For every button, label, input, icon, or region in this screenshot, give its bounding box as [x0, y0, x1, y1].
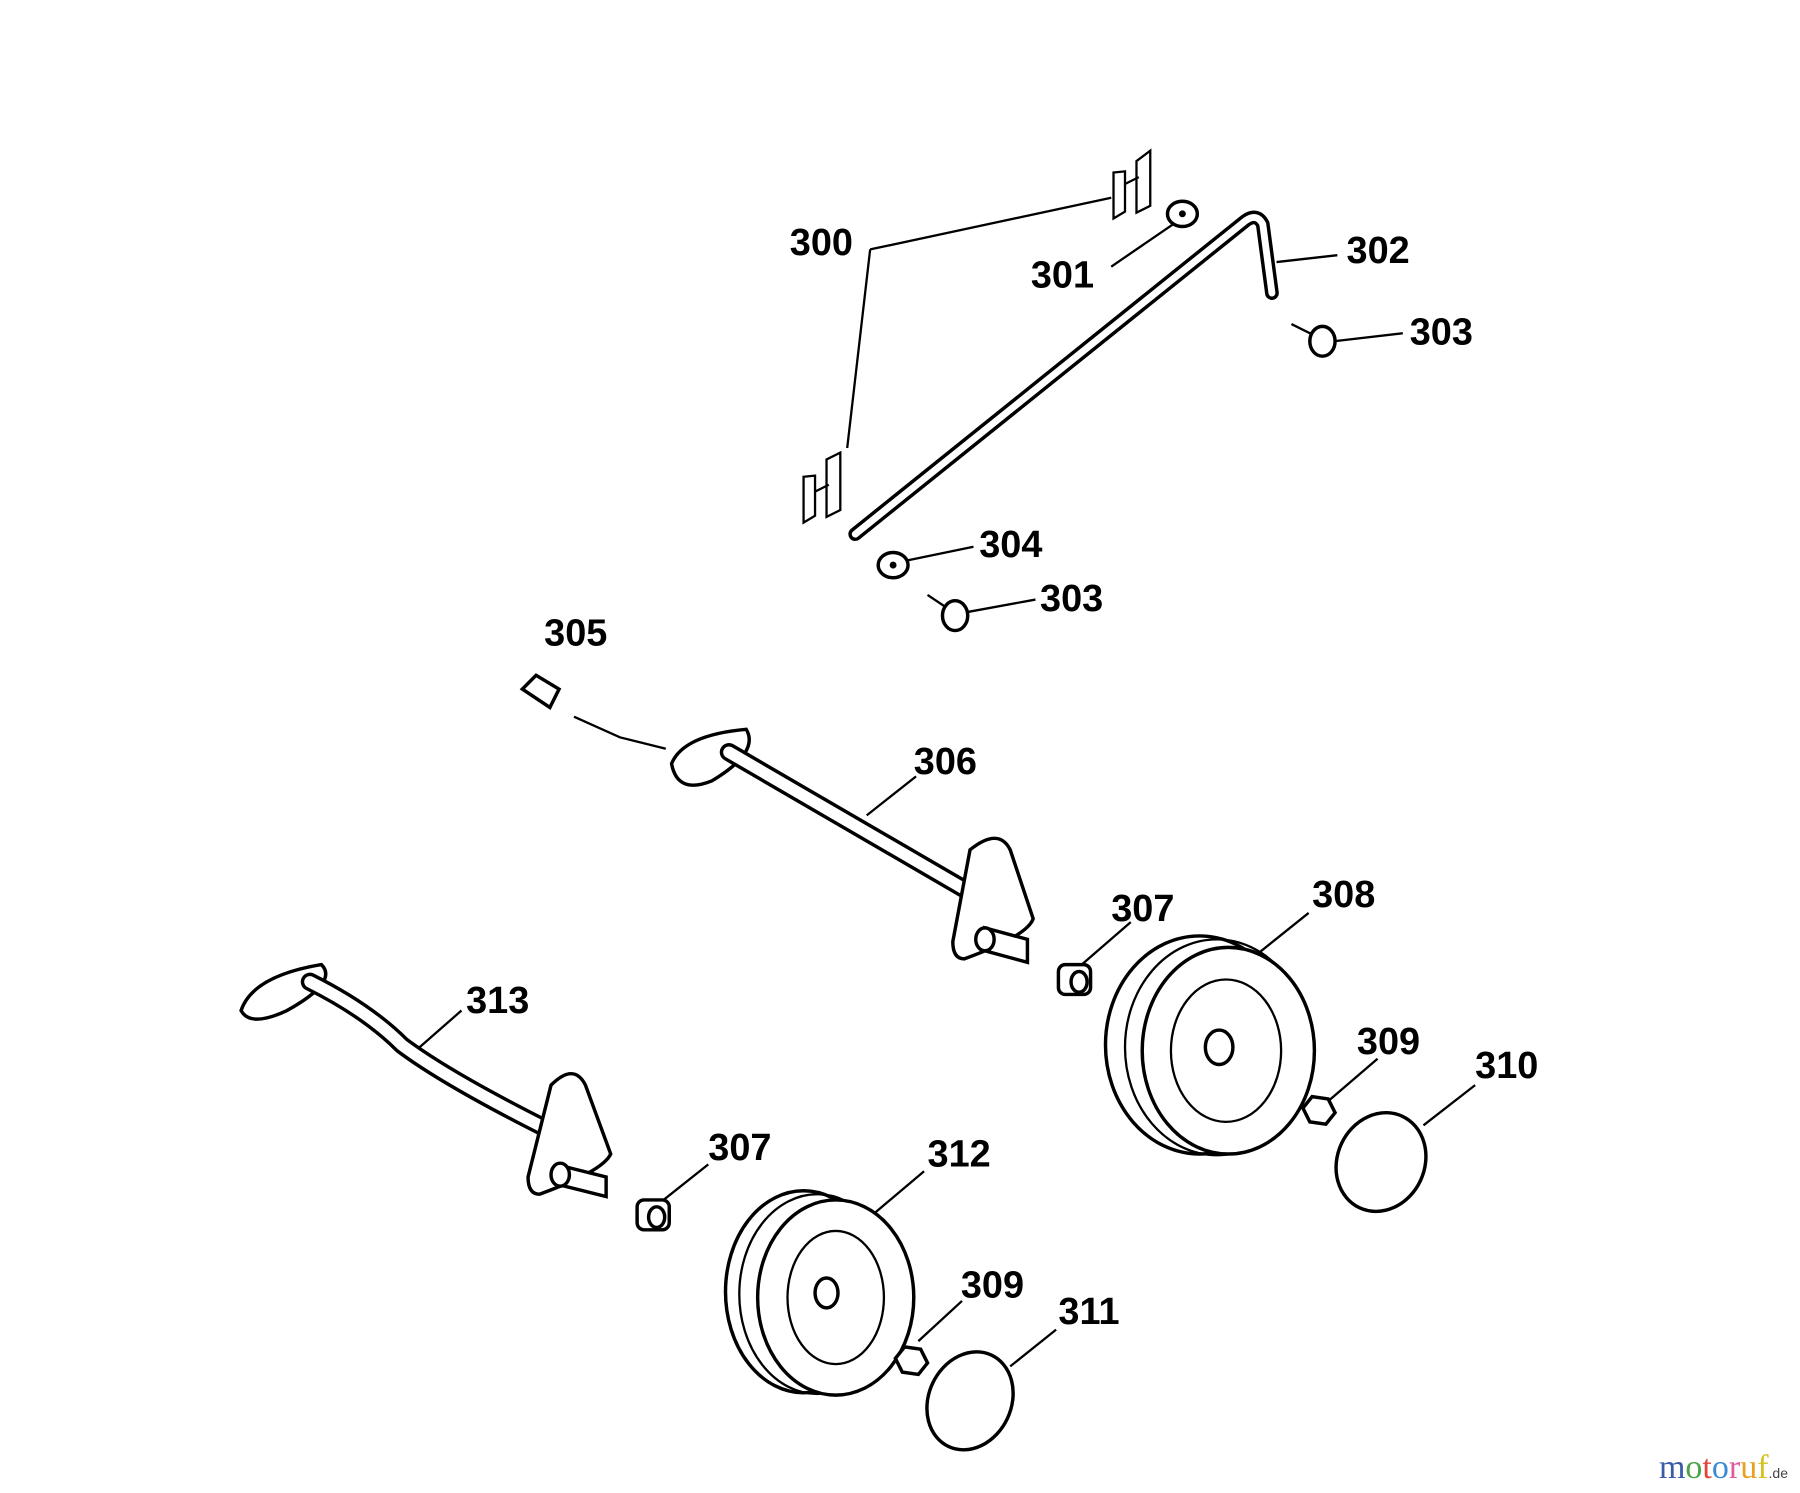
watermark-letter: u [1740, 1449, 1758, 1486]
part-label-312: 312 [928, 1134, 991, 1176]
part-label-311: 311 [1058, 1291, 1119, 1333]
part-label-309: 309 [1357, 1021, 1420, 1063]
leader-lines [414, 196, 1476, 1368]
hub-cap-part-310 [1334, 1110, 1428, 1214]
clip-part-300 [802, 148, 1152, 525]
watermark-letter: o [1685, 1449, 1703, 1486]
axle-part-306 [669, 727, 1035, 965]
bolt-part-303 [1290, 323, 1337, 358]
axle-part-313 [239, 962, 613, 1199]
watermark-logo: motoruf.de [1658, 1449, 1788, 1486]
part-label-303: 303 [1040, 578, 1103, 620]
washer-part-301 [1165, 199, 1200, 229]
spacer-part-307 [635, 1198, 671, 1232]
part-label-304: 304 [979, 524, 1042, 566]
part-label-303: 303 [1410, 312, 1473, 354]
part-label-306: 306 [914, 741, 977, 783]
watermark-letter: f [1757, 1449, 1769, 1486]
part-label-302: 302 [1347, 230, 1410, 272]
wheel-part-312 [723, 1189, 916, 1397]
part-label-313: 313 [466, 980, 529, 1022]
bolt-part-303 [926, 594, 970, 633]
part-label-307: 307 [708, 1127, 771, 1169]
watermark-letter: m [1658, 1449, 1686, 1486]
part-label-305: 305 [544, 612, 607, 654]
part-label-300: 300 [790, 222, 853, 264]
part-label-301: 301 [1031, 254, 1094, 296]
washer-part-304 [876, 550, 910, 580]
part-label-310: 310 [1475, 1045, 1538, 1087]
nut-part-309 [893, 1345, 930, 1377]
cap-part-305 [519, 673, 667, 750]
watermark-letter: r [1728, 1449, 1741, 1486]
part-label-307: 307 [1111, 888, 1174, 930]
nut-part-309 [1300, 1094, 1338, 1127]
watermark-letter: t [1702, 1449, 1712, 1486]
watermark-letter: o [1711, 1449, 1729, 1486]
part-label-309: 309 [961, 1265, 1024, 1307]
wheel-part-308 [1103, 934, 1317, 1157]
hub-cap-part-311 [925, 1350, 1015, 1452]
rod-part-302 [848, 210, 1279, 542]
spacer-part-307 [1056, 962, 1093, 997]
part-label-308: 308 [1312, 874, 1375, 916]
